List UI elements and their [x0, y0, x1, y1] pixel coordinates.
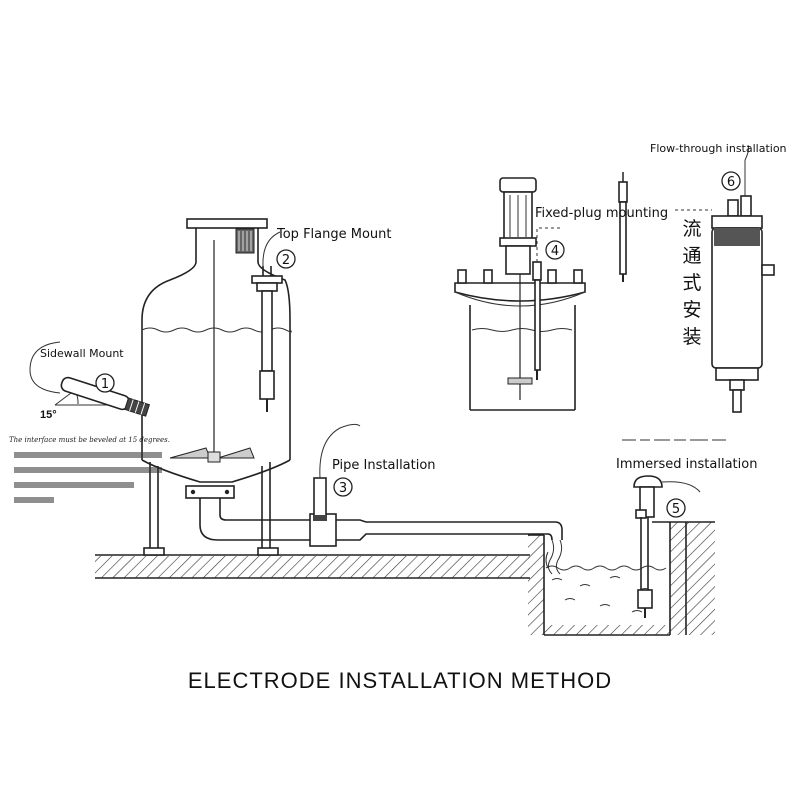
marker-1: 1	[95, 373, 115, 393]
top-flange-mount-label: Top Flange Mount	[276, 227, 392, 242]
svg-text:4: 4	[551, 244, 559, 259]
fixed-plug-mounting-label: Fixed-plug mounting	[535, 206, 668, 221]
pipeline	[199, 498, 563, 575]
svg-text:6: 6	[727, 175, 735, 190]
svg-text:2: 2	[282, 253, 290, 268]
sidewall-mount-label: Sidewall Mount	[40, 347, 124, 360]
svg-text:5: 5	[672, 502, 680, 517]
marker-4: 4	[545, 240, 565, 260]
ground	[95, 554, 530, 579]
pipe-probe	[313, 423, 361, 521]
tank	[141, 218, 292, 556]
svg-text:3: 3	[339, 481, 347, 496]
bevel-note: The interface must be beveled at 15 degr…	[9, 436, 170, 444]
flow-through-cn-label: 流 通 式 安 装	[682, 218, 701, 348]
fixed-plug-reactor	[454, 172, 628, 411]
svg-text:流: 流	[682, 218, 701, 240]
top-flange-probe	[251, 231, 283, 412]
flow-through-installation-label: Flow-through installation	[650, 142, 787, 155]
marker-5: 5	[666, 498, 686, 518]
flow-through-cell	[675, 144, 775, 413]
marker-2: 2	[276, 249, 296, 269]
pipe-installation-label: Pipe Installation	[332, 458, 436, 473]
marker-3: 3	[333, 477, 353, 497]
sidewall-probe	[29, 341, 151, 417]
marker-6: 6	[721, 171, 741, 191]
water-pit	[528, 521, 715, 636]
immersed-probe	[633, 475, 701, 618]
svg-text:装: 装	[682, 326, 701, 348]
svg-text:1: 1	[101, 377, 109, 392]
svg-text:式: 式	[682, 272, 701, 294]
illegible-note-rows	[14, 452, 162, 503]
diagram-title: ELECTRODE INSTALLATION METHOD	[188, 668, 612, 693]
immersed-installation-label: Immersed installation	[616, 457, 757, 472]
svg-text:通: 通	[682, 245, 701, 267]
angle-label: 15°	[40, 409, 57, 421]
svg-text:安: 安	[682, 299, 701, 321]
